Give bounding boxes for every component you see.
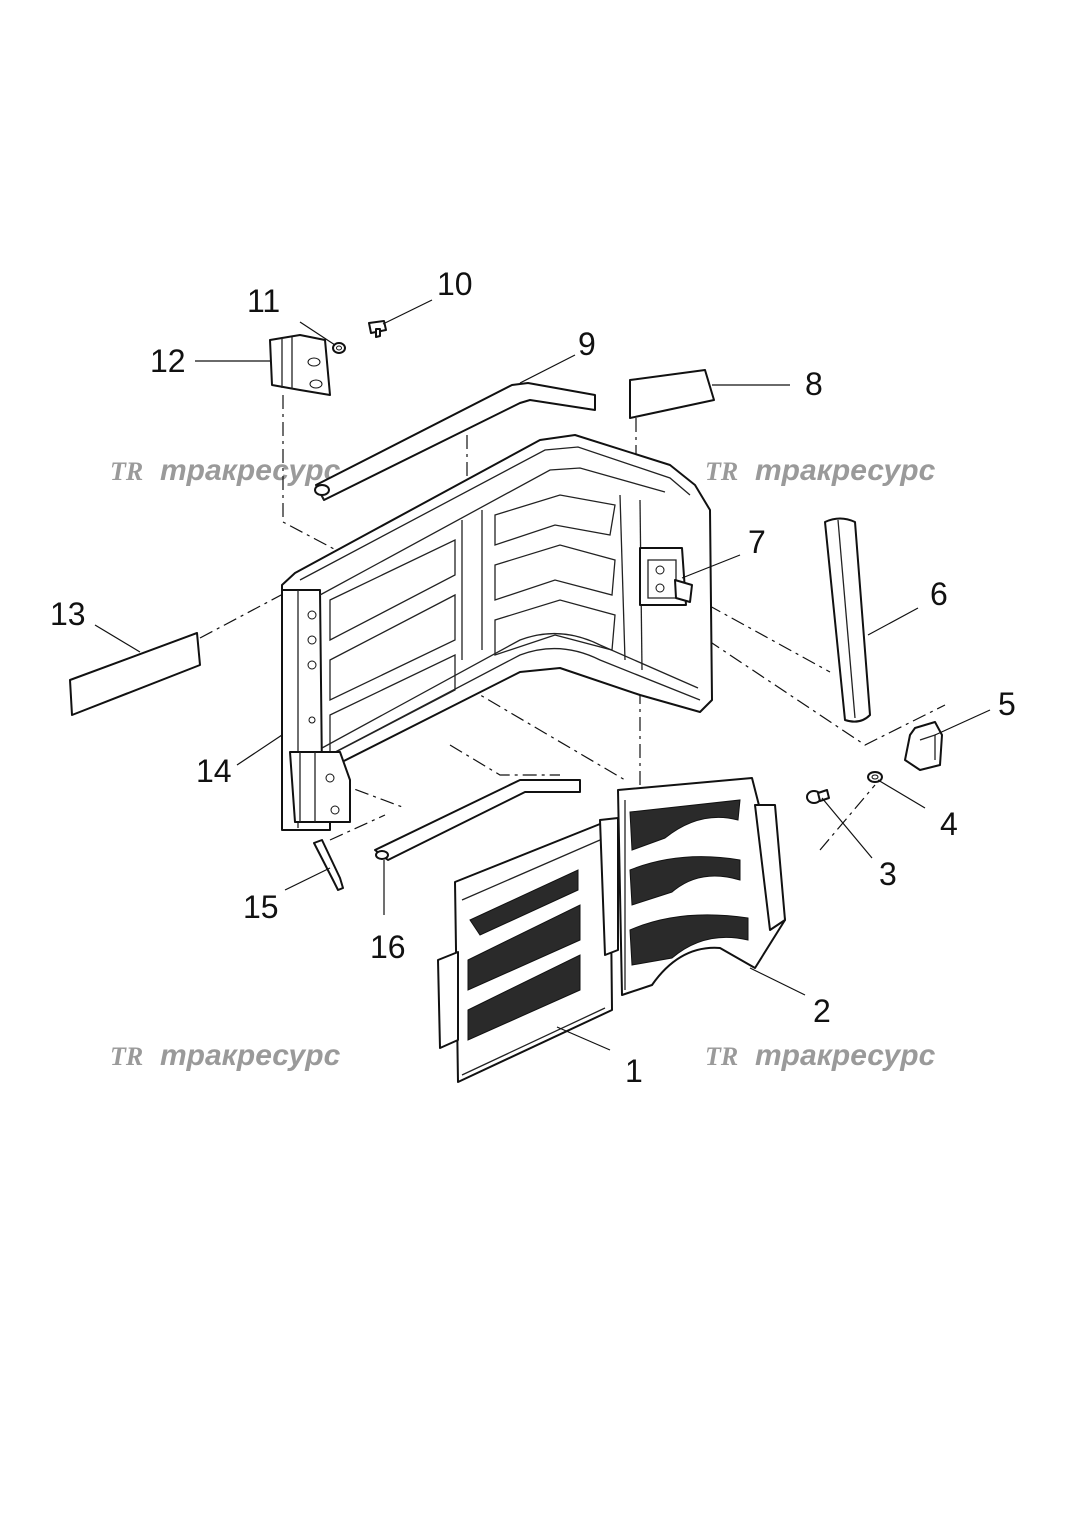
callout-numbers: 1 2 3 4 5 6 7 8 9 10 11 12 13 14 15 16 [50, 266, 1016, 1089]
callout-10: 10 [437, 266, 473, 302]
part-16-lower-tube [374, 779, 581, 861]
part-11-washer [332, 342, 346, 354]
callout-12: 12 [150, 343, 186, 379]
part-15-pin [313, 839, 344, 891]
callout-8: 8 [805, 366, 823, 402]
watermark-logo: TR [110, 1042, 143, 1071]
watermark-brand: тракресурс [755, 454, 936, 487]
callout-3: 3 [879, 856, 897, 892]
watermark-top-left: TR тракресурс [110, 454, 341, 487]
callout-6: 6 [930, 576, 948, 612]
callout-1: 1 [625, 1053, 643, 1089]
part-14-frame [281, 434, 713, 831]
watermark-brand: тракресурс [160, 454, 341, 487]
part-5-striker [904, 721, 943, 771]
watermark-top-right: TR тракресурс [705, 454, 936, 487]
watermark-logo: TR [705, 457, 738, 486]
watermark-brand: тракресурс [160, 1039, 341, 1072]
leader-lines [94, 299, 991, 1051]
part-4-washer [867, 771, 883, 783]
part-13-side-pad [69, 632, 201, 716]
part-9-upper-tube [314, 382, 596, 501]
callout-16: 16 [370, 929, 406, 965]
watermark-brand: тракресурс [755, 1039, 936, 1072]
part-10-bolt [368, 320, 387, 338]
callout-14: 14 [196, 753, 232, 789]
watermark-bottom-right: TR тракресурс [705, 1039, 936, 1072]
callout-7: 7 [748, 524, 766, 560]
callout-2: 2 [813, 993, 831, 1029]
watermark-bottom-left: TR тракресурс [110, 1039, 341, 1072]
callout-11: 11 [247, 283, 280, 319]
part-3-bolt [806, 789, 830, 804]
watermark-logo: TR [110, 457, 143, 486]
callout-13: 13 [50, 596, 86, 632]
part-1-step-panel [437, 817, 619, 1083]
part-12-hinge [269, 334, 331, 396]
callout-15: 15 [243, 889, 279, 925]
callout-9: 9 [578, 326, 596, 362]
part-7-latch [639, 547, 693, 606]
callout-5: 5 [998, 686, 1016, 722]
part-8-pad [629, 369, 715, 419]
watermark-logo: TR [705, 1042, 738, 1071]
part-2-step-panel [617, 777, 786, 996]
callout-4: 4 [940, 806, 958, 842]
part-6-seal [824, 517, 871, 723]
